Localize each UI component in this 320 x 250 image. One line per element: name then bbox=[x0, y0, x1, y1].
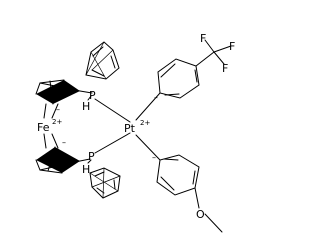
iron-atom-label: Fe bbox=[37, 121, 50, 134]
fluorine-1-label: F bbox=[200, 32, 206, 45]
aryl-bottom-charge: – bbox=[152, 153, 156, 162]
fluorine-2-label: F bbox=[229, 40, 235, 53]
platinum-atom-label: Pt bbox=[124, 122, 136, 135]
phenyl-ring-top bbox=[85, 41, 120, 80]
pt-aryl-bond-bottom bbox=[135, 134, 161, 161]
phosphorus-top-label: P bbox=[89, 89, 96, 102]
iron-charge-label: 2+ bbox=[52, 118, 62, 126]
trifluoromethylphenyl-ring bbox=[157, 39, 232, 99]
oxygen-atom-label: O bbox=[196, 208, 205, 221]
aryl-top-charge: – bbox=[154, 93, 158, 102]
pt-aryl-bond-top bbox=[135, 92, 161, 121]
p-pt-bond-bottom bbox=[94, 132, 131, 154]
p-h-bond-top bbox=[87, 95, 92, 101]
structure-diagram: Fe 2+ Pt 2+ P H P H F F F O – – – – bbox=[35, 32, 235, 233]
cp-bottom-charge: – bbox=[62, 138, 66, 147]
cp-p-bond-bottom bbox=[79, 158, 91, 162]
hydrogen-bottom-label: H bbox=[82, 163, 90, 176]
phenyl-ring-bottom bbox=[89, 167, 121, 199]
cp-ring-bottom bbox=[35, 146, 81, 174]
methoxyphenyl-ring bbox=[156, 154, 223, 233]
fluorine-3-label: F bbox=[222, 62, 228, 75]
aryl-o-bond bbox=[194, 187, 200, 209]
cp-top-charge: – bbox=[56, 105, 60, 114]
o-methyl-bond bbox=[204, 213, 223, 233]
cp-p-bond-top bbox=[79, 90, 93, 94]
cp-ring-top bbox=[35, 79, 81, 105]
p-pt-bond-top bbox=[94, 98, 131, 123]
phosphorus-bottom-label: P bbox=[88, 150, 95, 163]
iron-cp-bonds bbox=[43, 103, 59, 149]
p-h-bond-bottom bbox=[87, 159, 92, 164]
cf3-carbon-bond bbox=[195, 51, 215, 67]
platinum-charge-label: 2+ bbox=[140, 119, 150, 127]
hydrogen-top-label: H bbox=[82, 100, 90, 113]
